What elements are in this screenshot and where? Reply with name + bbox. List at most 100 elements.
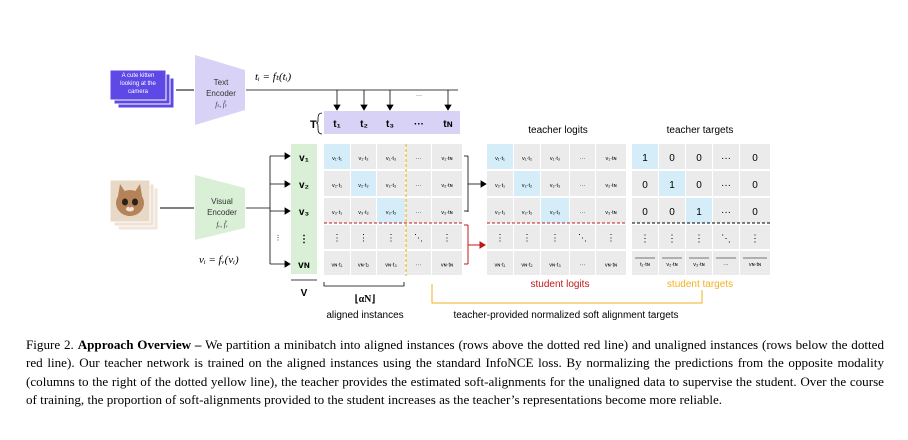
logit-cell	[596, 171, 626, 196]
T-brace	[315, 112, 323, 135]
target-cell	[713, 198, 739, 223]
caption-title: Approach Overview –	[77, 337, 202, 352]
logit-cell-label: vɴ·t₁	[494, 263, 505, 269]
logit-cell-label: v₂·t₁	[495, 183, 505, 189]
matrix-cell-label: v₁·t₃	[386, 156, 396, 162]
v-row-label: v₁	[299, 153, 309, 164]
logit-cell-label: v₁·t₁	[495, 156, 505, 162]
logit-cell-label: ···	[580, 210, 586, 216]
matrix-cell-label: v₁·tɴ	[441, 156, 452, 162]
matrix-cell-label: ⋮	[359, 233, 368, 243]
text-encoder	[195, 55, 245, 125]
v-row-label: v₂	[299, 180, 309, 191]
matrix-cell	[324, 171, 350, 196]
matrix-cell-label: ···	[416, 156, 422, 162]
logit-cell	[514, 144, 540, 169]
aligned-label: aligned instances	[326, 310, 403, 321]
v-row-label: ⋮	[299, 234, 309, 245]
target-cell	[686, 198, 712, 223]
logit-cell	[514, 198, 540, 223]
logit-cell	[514, 171, 540, 196]
matrix-cell	[377, 251, 405, 275]
t-col-label: tɴ	[443, 119, 452, 130]
logit-cell-label: vɴ·t₂	[521, 263, 532, 269]
logit-cell-label: ···	[580, 263, 586, 269]
target-cell-label: 1	[696, 207, 702, 218]
matrix-cell	[351, 171, 376, 196]
logit-cell	[570, 144, 595, 169]
t-row	[324, 111, 460, 134]
target-cell	[659, 225, 685, 249]
logit-cell	[514, 225, 540, 249]
v-row-label: vɴ	[298, 260, 310, 271]
target-cell-label: 0	[752, 153, 758, 164]
visual-encoder	[195, 175, 245, 240]
logit-cell-label: v₃·tɴ	[605, 210, 616, 216]
target-cell	[632, 144, 658, 169]
target-cell	[632, 198, 658, 223]
logit-cell-label: ⋮	[496, 233, 505, 243]
text-encoder-params: fₜ, f̃ₜ	[215, 101, 227, 109]
student-target-cell-label: ···	[723, 262, 729, 268]
target-cell-label: 0	[669, 153, 675, 164]
matrix-cell-label: ⋮	[333, 233, 342, 243]
target-cell	[659, 171, 685, 196]
logit-cell-label: v₁·tɴ	[605, 156, 616, 162]
matrix-cell	[324, 144, 350, 169]
text-encoder-line1: Text	[214, 78, 229, 87]
logit-cell	[487, 225, 513, 249]
matrix-cell	[351, 225, 376, 249]
target-cell	[713, 225, 739, 249]
logit-cell-label: v₃·t₂	[522, 210, 532, 216]
matrix-cell	[377, 225, 405, 249]
target-cell	[686, 144, 712, 169]
logit-cell-label: v₁·t₂	[522, 156, 532, 162]
matrix-cell	[324, 225, 350, 249]
image-stack	[109, 179, 159, 231]
figure-caption: Figure 2. Approach Overview – We partiti…	[26, 336, 884, 410]
matrix-cell	[406, 171, 431, 196]
target-cell	[686, 171, 712, 196]
matrix-cell-label: v₃·t₃	[386, 210, 397, 216]
logit-cell	[596, 198, 626, 223]
target-cell-label: ⋮	[667, 234, 677, 245]
logit-cell-label: v₃·t₃	[550, 210, 561, 216]
matrix-cell-label: ⋮	[443, 233, 452, 243]
logit-cell-label: v₁·t₃	[550, 156, 560, 162]
target-cell	[659, 198, 685, 223]
teacher-targets-label: teacher targets	[667, 125, 734, 136]
matrix-cell-label: ⋱	[414, 233, 423, 243]
t-col-label: t₂	[360, 119, 368, 130]
matrix-cell-label: v₂·tɴ	[441, 183, 452, 189]
matrix-cell	[432, 198, 462, 223]
matrix-to-logits-arrows	[464, 155, 487, 212]
student-arrow	[464, 224, 486, 265]
matrix-cell-label: vɴ·tɴ	[441, 263, 453, 269]
matrix-cell	[351, 198, 376, 223]
target-cell-label: 0	[696, 153, 702, 164]
student-target-cell	[632, 251, 658, 275]
matrix-cell	[406, 251, 431, 275]
logit-cell	[570, 171, 595, 196]
matrix-cell	[377, 198, 405, 223]
matrix-cell-label: v₃·tɴ	[441, 210, 452, 216]
matrix-cell	[406, 144, 431, 169]
student-logits-label: student logits	[531, 279, 590, 290]
target-cell	[686, 225, 712, 249]
logit-cell	[570, 198, 595, 223]
target-cell-label: ⋮	[694, 234, 704, 245]
matrix-cell-label: v₂·t₂	[358, 183, 368, 189]
visual-encoder-params: fᵥ, f̃ᵥ	[216, 221, 227, 229]
target-cell-label: ···	[721, 153, 731, 164]
T-label: T	[310, 119, 317, 131]
soft-targets-label: teacher-provided normalized soft alignme…	[453, 310, 678, 321]
logit-cell-label: ···	[580, 156, 586, 162]
target-cell	[713, 171, 739, 196]
student-target-cell	[740, 251, 770, 275]
matrix-cell	[432, 225, 462, 249]
matrix-cell-label: ···	[416, 183, 422, 189]
logit-cell-label: vɴ·tɴ	[605, 263, 617, 269]
logit-cell-label: vɴ·t₃	[549, 263, 560, 269]
